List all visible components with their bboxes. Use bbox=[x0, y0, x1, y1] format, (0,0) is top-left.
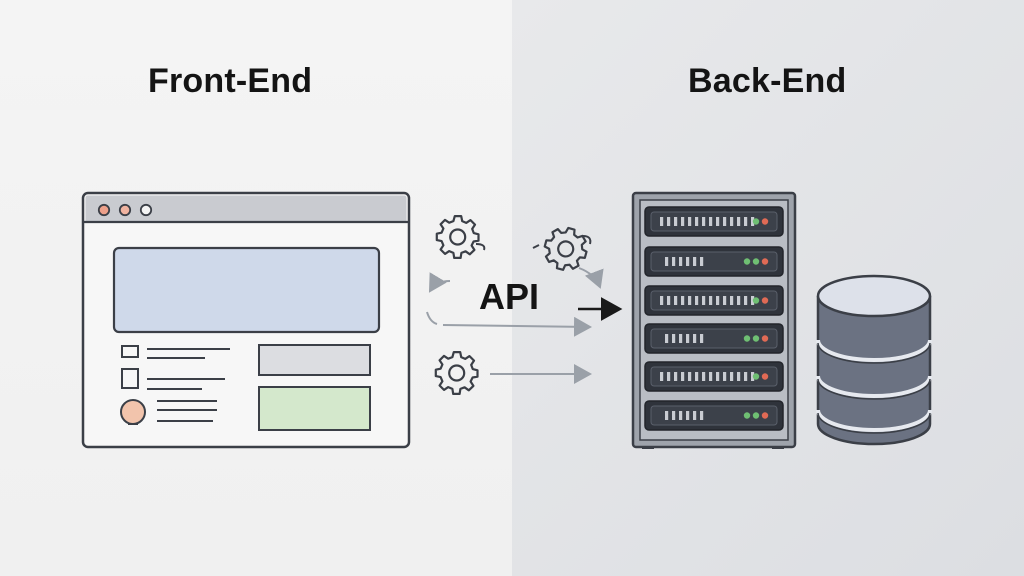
hero-block bbox=[112, 246, 381, 334]
server-unit bbox=[644, 285, 784, 316]
database-body bbox=[816, 296, 932, 446]
status-led bbox=[743, 335, 751, 342]
server-unit bbox=[644, 323, 784, 354]
server-unit bbox=[644, 400, 784, 431]
status-led bbox=[752, 412, 760, 419]
gear-icon bbox=[539, 222, 593, 276]
status-led bbox=[743, 412, 751, 419]
curve-connector bbox=[426, 311, 438, 325]
arc-arrow-left bbox=[428, 272, 451, 293]
status-led bbox=[761, 218, 769, 225]
image-placeholder-icon bbox=[121, 368, 139, 389]
status-led bbox=[743, 258, 751, 265]
api-label: API bbox=[479, 276, 540, 317]
button-block bbox=[258, 386, 371, 431]
status-led bbox=[752, 335, 760, 342]
input-block bbox=[258, 344, 371, 376]
gear-spark bbox=[582, 235, 592, 245]
arc-arrow-right bbox=[578, 267, 604, 289]
browser-window-icon bbox=[81, 191, 411, 449]
status-led bbox=[752, 258, 760, 265]
database-icon bbox=[816, 274, 932, 446]
status-led bbox=[761, 373, 769, 380]
status-led bbox=[761, 258, 769, 265]
server-unit bbox=[644, 361, 784, 392]
window-dot-close bbox=[97, 203, 111, 217]
server-rack-icon bbox=[631, 191, 797, 449]
status-led bbox=[752, 218, 760, 225]
server-units bbox=[644, 206, 784, 431]
status-led bbox=[761, 297, 769, 304]
status-led bbox=[761, 412, 769, 419]
server-unit bbox=[644, 246, 784, 277]
front-end-title: Front-End bbox=[148, 62, 313, 100]
status-led bbox=[752, 297, 760, 304]
window-dot-maximize bbox=[139, 203, 153, 217]
gear-icon bbox=[435, 215, 480, 259]
server-unit bbox=[644, 206, 784, 237]
request-arrow bbox=[442, 316, 592, 337]
browser-title-bar bbox=[85, 195, 407, 221]
checkbox-icon bbox=[121, 345, 139, 358]
status-led bbox=[761, 335, 769, 342]
status-led bbox=[752, 373, 760, 380]
database-top bbox=[816, 274, 932, 318]
avatar-icon bbox=[120, 399, 146, 425]
window-dot-minimize bbox=[118, 203, 132, 217]
gear-icon bbox=[434, 351, 479, 395]
back-end-title: Back-End bbox=[688, 62, 847, 100]
gear-spark bbox=[475, 243, 486, 251]
